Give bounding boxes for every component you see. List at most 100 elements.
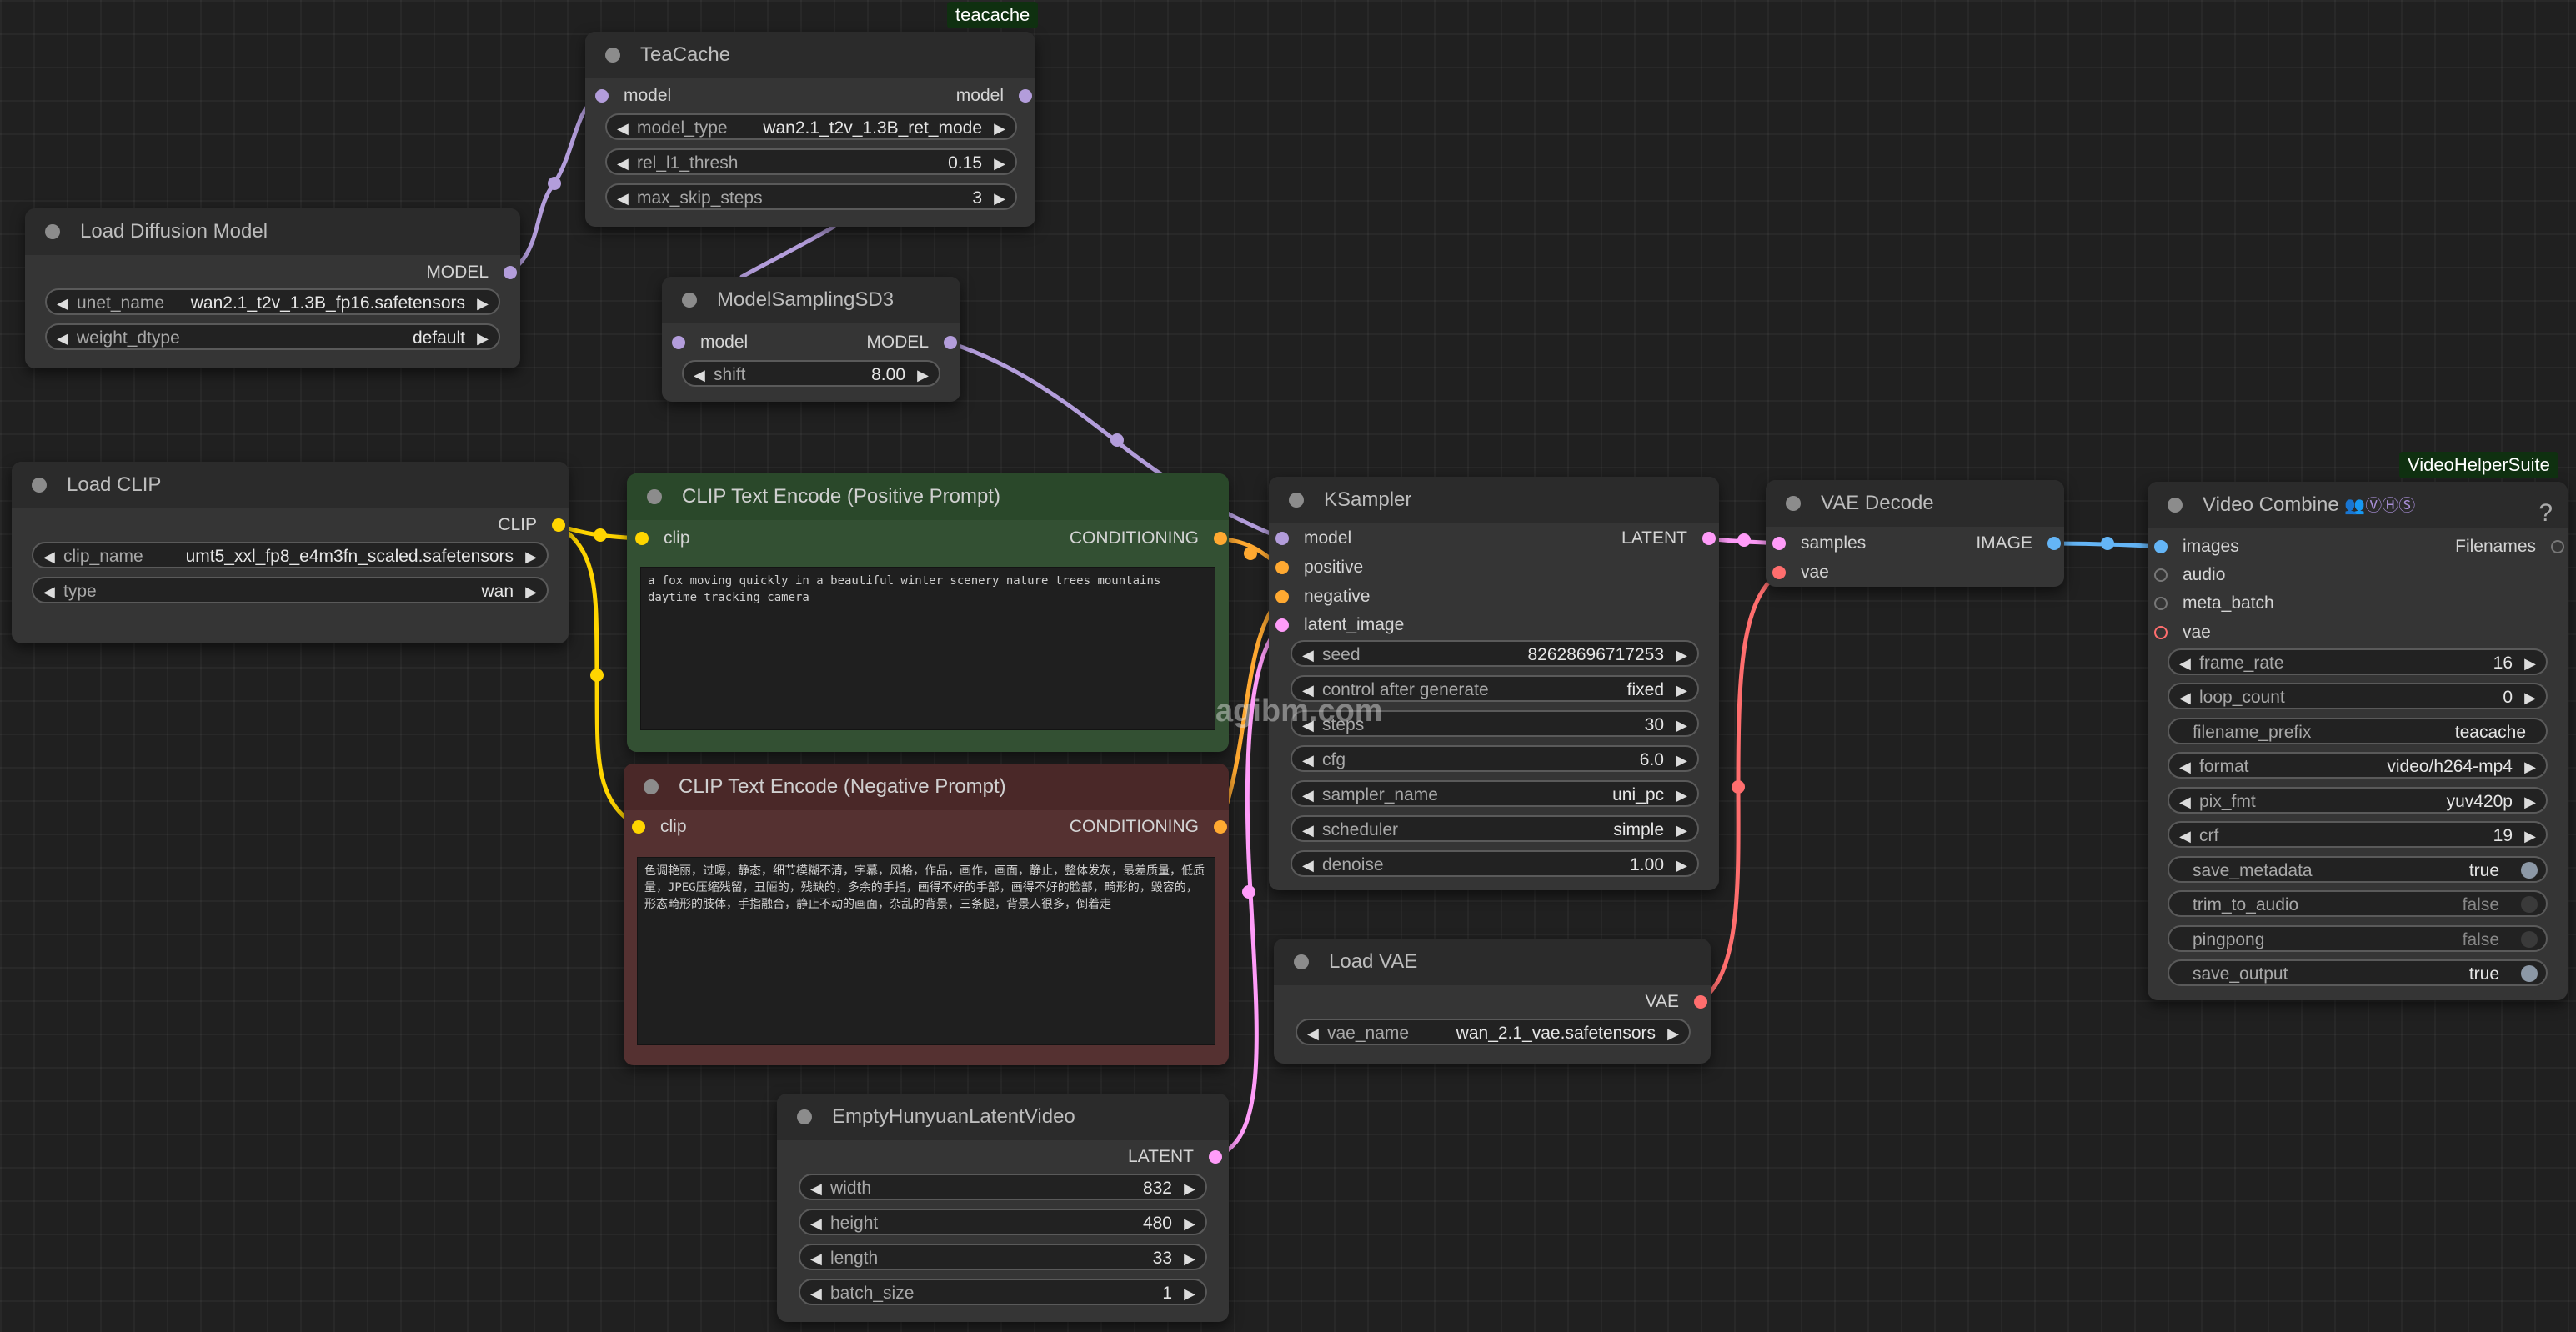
arrow-left-icon[interactable]: ◀ xyxy=(2179,828,2191,844)
collapse-dot-icon[interactable] xyxy=(605,48,620,63)
arrow-left-icon[interactable]: ◀ xyxy=(1307,1025,1319,1042)
collapse-dot-icon[interactable] xyxy=(644,779,659,794)
arrow-left-icon[interactable]: ◀ xyxy=(2179,759,2191,775)
arrow-left-icon[interactable]: ◀ xyxy=(810,1250,822,1267)
arrow-right-icon[interactable]: ▶ xyxy=(1676,682,1687,699)
arrow-left-icon[interactable]: ◀ xyxy=(617,155,629,172)
arrow-right-icon[interactable]: ▶ xyxy=(1667,1025,1679,1042)
toggle-knob-icon[interactable] xyxy=(2521,931,2538,948)
arrow-right-icon[interactable]: ▶ xyxy=(994,155,1005,172)
output-model[interactable]: MODEL xyxy=(426,260,517,285)
arrow-right-icon[interactable]: ▶ xyxy=(2524,794,2536,810)
positive-prompt-textarea[interactable]: a fox moving quickly in a beautiful wint… xyxy=(640,567,1215,730)
input-negative[interactable]: negative xyxy=(1275,584,1370,609)
arrow-right-icon[interactable]: ▶ xyxy=(1184,1285,1195,1302)
node-vae-decode[interactable]: VAE Decode samples vae IMAGE xyxy=(1766,480,2064,587)
input-clip[interactable]: clip xyxy=(632,814,687,839)
collapse-dot-icon[interactable] xyxy=(2168,498,2183,513)
input-samples[interactable]: samples xyxy=(1772,531,1866,556)
arrow-right-icon[interactable]: ▶ xyxy=(1676,717,1687,734)
arrow-left-icon[interactable]: ◀ xyxy=(1302,857,1314,874)
node-title[interactable]: ModelSamplingSD3 xyxy=(662,277,960,323)
output-clip[interactable]: CLIP xyxy=(498,513,565,538)
arrow-right-icon[interactable]: ▶ xyxy=(2524,828,2536,844)
input-clip[interactable]: clip xyxy=(635,526,690,551)
arrow-left-icon[interactable]: ◀ xyxy=(1302,717,1314,734)
node-title[interactable]: Load VAE xyxy=(1274,939,1711,985)
arrow-right-icon[interactable]: ▶ xyxy=(994,120,1005,137)
node-ksampler[interactable]: KSampler model positive negative latent_… xyxy=(1269,477,1719,890)
arrow-left-icon[interactable]: ◀ xyxy=(2179,655,2191,672)
node-title[interactable]: Load Diffusion Model xyxy=(25,208,520,255)
negative-prompt-textarea[interactable]: 色调艳丽，过曝，静态，细节模糊不清，字幕，风格，作品，画作，画面，静止，整体发灰… xyxy=(637,857,1215,1045)
arrow-left-icon[interactable]: ◀ xyxy=(617,120,629,137)
node-title[interactable]: Video Combine 👥ⓋⒽⓈ? xyxy=(2148,482,2568,528)
arrow-right-icon[interactable]: ▶ xyxy=(2524,689,2536,706)
arrow-right-icon[interactable]: ▶ xyxy=(477,295,489,312)
output-conditioning[interactable]: CONDITIONING xyxy=(1070,526,1227,551)
arrow-right-icon[interactable]: ▶ xyxy=(1676,787,1687,804)
node-title[interactable]: Load CLIP xyxy=(12,462,569,508)
arrow-left-icon[interactable]: ◀ xyxy=(43,548,55,565)
arrow-right-icon[interactable]: ▶ xyxy=(1184,1250,1195,1267)
output-vae[interactable]: VAE xyxy=(1646,989,1707,1014)
collapse-dot-icon[interactable] xyxy=(647,489,662,504)
output-latent[interactable]: LATENT xyxy=(1128,1144,1222,1169)
input-model[interactable]: model xyxy=(595,83,671,108)
arrow-right-icon[interactable]: ▶ xyxy=(2524,759,2536,775)
toggle-knob-icon[interactable] xyxy=(2521,896,2538,913)
arrow-left-icon[interactable]: ◀ xyxy=(57,295,68,312)
collapse-dot-icon[interactable] xyxy=(1294,954,1309,969)
node-clip-text-encode-negative[interactable]: CLIP Text Encode (Negative Prompt) clip … xyxy=(624,764,1229,1065)
collapse-dot-icon[interactable] xyxy=(1289,493,1304,508)
arrow-right-icon[interactable]: ▶ xyxy=(1676,857,1687,874)
node-title[interactable]: EmptyHunyuanLatentVideo xyxy=(777,1094,1229,1140)
output-model[interactable]: model xyxy=(956,83,1032,108)
input-positive[interactable]: positive xyxy=(1275,555,1363,580)
arrow-left-icon[interactable]: ◀ xyxy=(1302,647,1314,663)
collapse-dot-icon[interactable] xyxy=(32,478,47,493)
arrow-left-icon[interactable]: ◀ xyxy=(1302,787,1314,804)
arrow-right-icon[interactable]: ▶ xyxy=(477,330,489,347)
arrow-left-icon[interactable]: ◀ xyxy=(1302,682,1314,699)
arrow-left-icon[interactable]: ◀ xyxy=(617,190,629,207)
arrow-right-icon[interactable]: ▶ xyxy=(1184,1180,1195,1197)
input-vae[interactable]: vae xyxy=(1772,560,1829,585)
node-title[interactable]: KSampler xyxy=(1269,477,1719,523)
output-image[interactable]: IMAGE xyxy=(1976,531,2061,556)
arrow-left-icon[interactable]: ◀ xyxy=(2179,794,2191,810)
collapse-dot-icon[interactable] xyxy=(1786,496,1801,511)
arrow-left-icon[interactable]: ◀ xyxy=(810,1285,822,1302)
input-model[interactable]: model xyxy=(1275,526,1351,551)
arrow-left-icon[interactable]: ◀ xyxy=(57,330,68,347)
arrow-left-icon[interactable]: ◀ xyxy=(1302,822,1314,839)
input-latent-image[interactable]: latent_image xyxy=(1275,613,1404,638)
arrow-right-icon[interactable]: ▶ xyxy=(525,583,537,600)
arrow-left-icon[interactable]: ◀ xyxy=(810,1180,822,1197)
arrow-left-icon[interactable]: ◀ xyxy=(810,1215,822,1232)
